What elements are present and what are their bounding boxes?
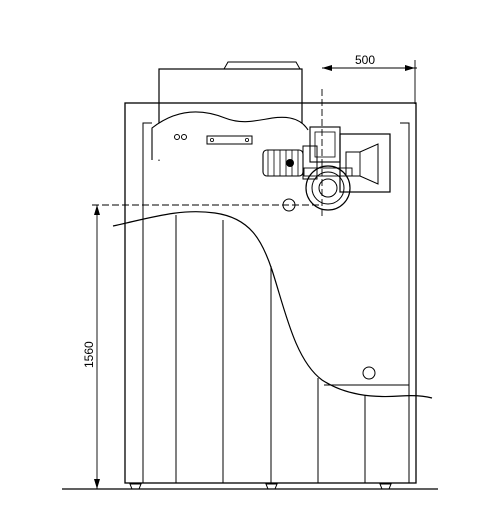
center-lines	[92, 89, 323, 216]
feet	[129, 483, 392, 490]
foot-left	[129, 483, 142, 490]
dimension-height: 1560	[82, 205, 104, 490]
motor	[262, 145, 318, 180]
cutaway-body	[112, 211, 433, 399]
foot-right	[379, 483, 392, 490]
indicator-lights	[174, 134, 187, 140]
dimension-width: 500	[322, 53, 417, 104]
dimension-width-label: 500	[355, 53, 375, 67]
outlet-cone	[339, 133, 391, 193]
dimension-height-label: 1560	[82, 341, 96, 368]
foot-center	[265, 483, 278, 490]
round-fixture-lower	[362, 366, 376, 380]
slot-plate	[206, 135, 253, 145]
lower-panels	[175, 215, 409, 483]
blower-housing	[303, 126, 353, 211]
